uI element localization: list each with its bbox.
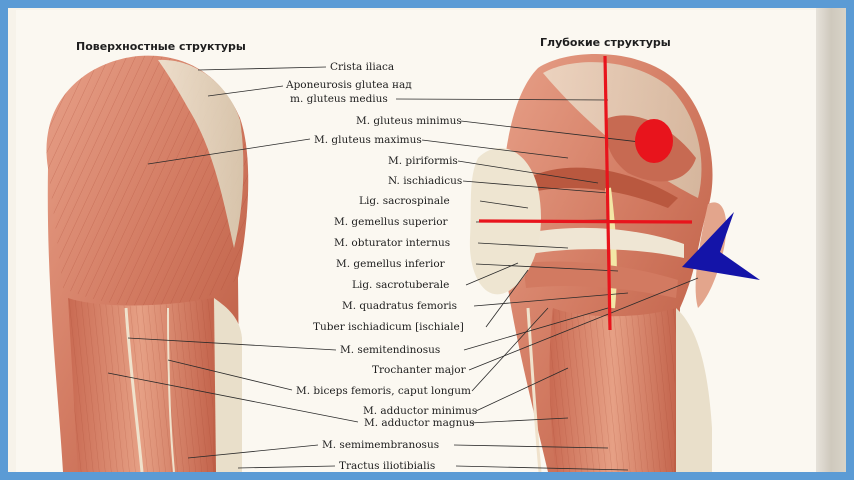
label-tractus-iliotibialis: Tractus iliotibialis [339, 460, 435, 472]
label-semitendinosus: M. semitendinosus [340, 344, 440, 356]
superficial-figure [46, 55, 249, 472]
vertical-red-line [603, 55, 612, 331]
marker-overlay [478, 55, 760, 331]
label-aponeurosis-2: m. gluteus medius [290, 93, 388, 105]
heading-deep: Глубокие структуры [540, 36, 671, 49]
label-tuber-ischiadicum: Tuber ischiadicum [ischiale] [313, 321, 464, 333]
label-obturator-internus: M. obturator internus [334, 237, 450, 249]
label-quadratus-femoris: M. quadratus femoris [342, 300, 457, 312]
label-gluteus-maximus: M. gluteus maximus [314, 134, 422, 146]
label-crista-iliaca: Crista iliaca [330, 61, 394, 73]
label-biceps-femoris: M. biceps femoris, caput longum [296, 385, 471, 397]
anatomy-plate: Поверхностные структуры Глубокие структу… [46, 36, 760, 472]
label-sacrotuberale: Lig. sacrotuberale [352, 279, 449, 291]
red-dot-marker [635, 119, 673, 163]
horizontal-red-line [478, 219, 693, 224]
label-gemellus-superior: M. gemellus superior [334, 216, 449, 228]
blue-arrow-marker [682, 212, 760, 280]
label-gemellus-inferior: M. gemellus inferior [336, 258, 446, 270]
label-sacrospinale: Lig. sacrospinale [359, 195, 450, 207]
label-aponeurosis-1: Aponeurosis glutea над [285, 79, 412, 91]
label-trochanter-major: Trochanter major [372, 364, 467, 376]
label-adductor-minimus: M. adductor minimus [363, 405, 477, 417]
label-semimembranosus: M. semimembranosus [322, 439, 439, 451]
label-ischiadicus: N. ischiadicus [388, 175, 462, 187]
label-piriformis: M. piriformis [388, 155, 458, 167]
heading-superficial: Поверхностные структуры [76, 40, 246, 53]
page-edge [816, 8, 846, 472]
label-gluteus-minimus: M. gluteus minimus [356, 115, 462, 127]
label-adductor-magnus: M. adductor magnus [364, 417, 475, 429]
